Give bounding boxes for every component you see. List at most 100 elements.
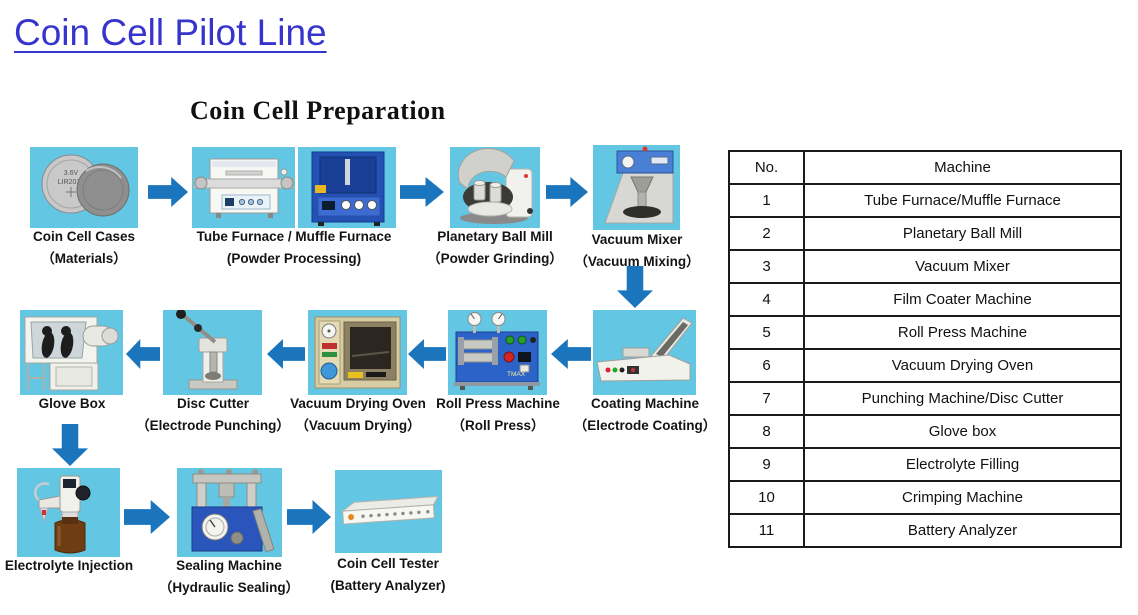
coating-machine-sublabel: （Electrode Coating）: [573, 418, 717, 433]
vacuum-drying-oven-image: [314, 316, 401, 389]
row-no: 4: [728, 282, 805, 317]
row-no: 10: [728, 480, 805, 515]
node-coating-machine: [593, 310, 696, 395]
row-no: 1: [728, 183, 805, 218]
row-machine: Battery Analyzer: [803, 513, 1122, 548]
coating-machine-image: [596, 317, 693, 382]
glove-box-image: [24, 316, 119, 391]
svg-text:3.6V: 3.6V: [64, 170, 79, 177]
electrolyte-injection-image: [34, 475, 91, 554]
coin-cell-cases-image: 3.6V LIR2032: [41, 154, 130, 217]
node-roll-press-machine: TMAX: [448, 310, 547, 395]
muffle-furnace-image: [311, 151, 385, 226]
node-sealing-machine: [177, 468, 282, 557]
row-machine: Vacuum Drying Oven: [803, 348, 1122, 383]
tube-furnace-image: [193, 158, 294, 218]
node-disc-cutter: [163, 310, 262, 395]
flow-arrow-down-icon: [52, 424, 88, 466]
vacuum-mixer-label: Vacuum Mixer: [591, 232, 683, 247]
flow-arrow-right-icon: [546, 177, 588, 207]
roll-press-machine-label: Roll Press Machine: [436, 396, 560, 411]
row-no: 6: [728, 348, 805, 383]
disc-cutter-image: [176, 310, 238, 390]
row-machine: Film Coater Machine: [803, 282, 1122, 317]
roll-press-machine-image: TMAX: [454, 312, 540, 390]
flow-arrow-left-icon: [267, 339, 305, 369]
flow-arrow-left-icon: [126, 339, 160, 369]
vacuum-drying-oven-label: Vacuum Drying Oven: [290, 396, 426, 411]
node-tube-furnace: [192, 147, 295, 228]
node-planetary-ball-mill: [450, 147, 540, 228]
page-title[interactable]: Coin Cell Pilot Line: [14, 12, 327, 53]
row-no: 7: [728, 381, 805, 416]
sealing-machine-sublabel: （Hydraulic Sealing）: [158, 580, 300, 595]
roll-press-machine-sublabel: （Roll Press）: [451, 418, 545, 433]
row-no: 5: [728, 315, 805, 350]
row-machine: Planetary Ball Mill: [803, 216, 1122, 251]
node-muffle-furnace: [298, 147, 396, 228]
row-machine: Glove box: [803, 414, 1122, 449]
flow-arrow-right-icon: [287, 500, 331, 534]
coin-cell-cases-label: Coin Cell Cases: [32, 229, 136, 244]
sealing-machine-image: [191, 469, 275, 553]
coating-machine-label: Coating Machine: [590, 396, 699, 411]
flow-arrow-right-icon: [400, 177, 444, 207]
row-no: 3: [728, 249, 805, 284]
node-electrolyte-injection: [17, 468, 120, 557]
sealing-machine-label: Sealing Machine: [176, 558, 282, 573]
vacuum-mixer-image: [604, 146, 674, 224]
flow-arrow-left-icon: [408, 339, 446, 369]
vacuum-drying-oven-sublabel: （Vacuum Drying）: [295, 418, 421, 433]
row-machine: Crimping Machine: [803, 480, 1122, 515]
node-glove-box: [20, 310, 123, 395]
row-no: 8: [728, 414, 805, 449]
tube-muffle-furnace-label: Tube Furnace / Muffle Furnace: [196, 229, 392, 244]
disc-cutter-label: Disc Cutter: [176, 396, 249, 411]
vacuum-mixer-sublabel: （Vacuum Mixing）: [574, 254, 700, 269]
row-machine: Roll Press Machine: [803, 315, 1122, 350]
svg-text:LIR2032: LIR2032: [58, 179, 85, 186]
table-header-machine: Machine: [803, 150, 1122, 185]
flow-arrow-left-icon: [551, 339, 591, 369]
glove-box-label: Glove Box: [38, 396, 106, 411]
svg-text:TMAX: TMAX: [507, 371, 526, 378]
row-machine: Vacuum Mixer: [803, 249, 1122, 284]
coin-cell-tester-image: [341, 495, 439, 525]
flow-arrow-down-icon: [617, 266, 653, 308]
row-machine: Tube Furnace/Muffle Furnace: [803, 183, 1122, 218]
tube-muffle-furnace-sublabel: (Powder Processing): [226, 251, 362, 266]
coin-cell-tester-label: Coin Cell Tester: [337, 556, 439, 571]
table-header-row: No. Machine: [728, 150, 1122, 185]
node-vacuum-drying-oven: [308, 310, 407, 395]
diagram-heading: Coin Cell Preparation: [190, 96, 446, 125]
disc-cutter-sublabel: （Electrode Punching）: [136, 418, 290, 433]
table-header-no: No.: [728, 150, 805, 185]
coin-cell-tester-sublabel: (Battery Analyzer): [330, 578, 446, 593]
node-coin-cell-tester: [335, 470, 442, 553]
planetary-ball-mill-label: Planetary Ball Mill: [437, 229, 553, 244]
row-no: 9: [728, 447, 805, 482]
planetary-ball-mill-sublabel: （Powder Grinding）: [427, 251, 563, 266]
row-no: 2: [728, 216, 805, 251]
planetary-ball-mill-image: [457, 147, 533, 224]
row-machine: Punching Machine/Disc Cutter: [803, 381, 1122, 416]
row-machine: Electrolyte Filling: [803, 447, 1122, 482]
flow-arrow-right-icon: [124, 500, 170, 534]
node-vacuum-mixer: [593, 145, 680, 230]
electrolyte-injection-label: Electrolyte Injection: [4, 558, 134, 573]
flow-arrow-right-icon: [148, 177, 188, 207]
node-coin-cell-cases: 3.6V LIR2032: [30, 147, 138, 228]
coin-cell-cases-sublabel: （Materials）: [41, 251, 127, 266]
